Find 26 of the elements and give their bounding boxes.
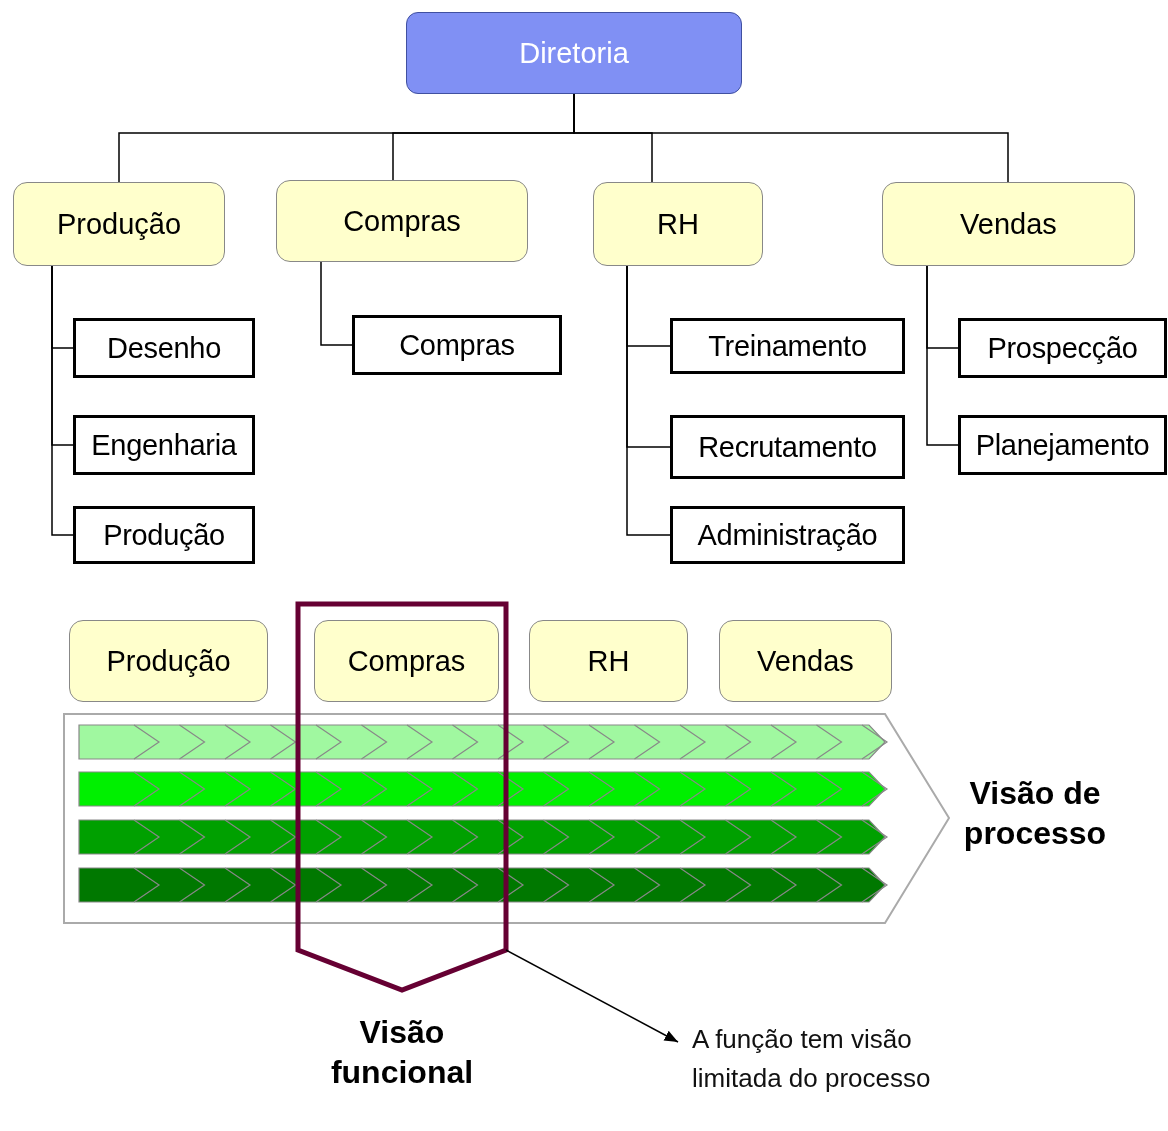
department-box: Compras <box>276 180 528 262</box>
section-box: Planejamento <box>958 415 1167 475</box>
frame-label: Visão funcional <box>329 1013 475 1092</box>
process-label: Visão de processo <box>962 774 1108 853</box>
connector-line <box>626 265 671 536</box>
arrow <box>505 949 679 1043</box>
note-text: A função tem visão limitada do processo <box>692 1023 932 1095</box>
department-box: RH <box>593 182 763 266</box>
connector-line <box>320 261 353 346</box>
section-box: Prospecção <box>958 318 1167 378</box>
department-box: Vendas <box>719 620 892 702</box>
section-box: Engenharia <box>73 415 255 475</box>
department-box: Produção <box>69 620 268 702</box>
section-box: Treinamento <box>670 318 905 374</box>
department-box: Produção <box>13 182 225 266</box>
department-box: Compras <box>314 620 499 702</box>
title-box: Diretoria <box>406 12 742 94</box>
department-box: RH <box>529 620 688 702</box>
connector-line <box>51 265 74 536</box>
section-box: Administração <box>670 506 905 564</box>
section-box: Recrutamento <box>670 415 905 479</box>
department-box: Vendas <box>882 182 1135 266</box>
connector-line <box>926 265 959 446</box>
section-box: Desenho <box>73 318 255 378</box>
section-box: Produção <box>73 506 255 564</box>
section-box: Compras <box>352 315 562 375</box>
